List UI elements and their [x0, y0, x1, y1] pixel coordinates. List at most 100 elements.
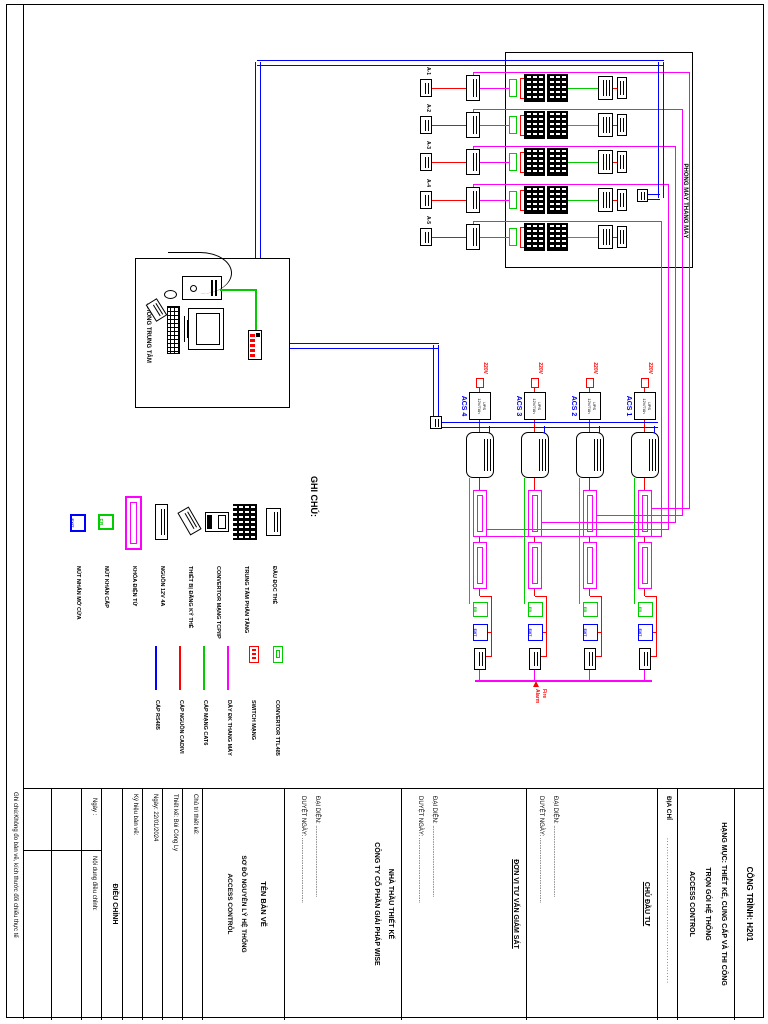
terminal-box [617, 189, 627, 211]
ttl485-converter-icon [509, 153, 517, 171]
rs485-stub [654, 426, 655, 432]
power-cable [520, 98, 524, 100]
power-supply-icon [155, 504, 168, 540]
elevator-control-wire [480, 125, 509, 127]
power-cable [478, 589, 480, 596]
elevator-unit-box [420, 228, 432, 246]
elevator-unit-label: A-4 [425, 178, 431, 187]
ups-text: UPS [647, 401, 652, 411]
power-cable [545, 596, 547, 656]
address-dots: ........................................… [665, 838, 672, 984]
power-label: 220V [647, 362, 653, 374]
fire-alarm-wire [588, 670, 590, 680]
door-interface-box [639, 648, 651, 670]
magnetic-lock-core [587, 547, 593, 584]
floor-hub-block [524, 223, 545, 251]
elevator-control-wire [480, 88, 509, 90]
sheet-note: Ghi chú:Không đo bản vẽ, kích thước đối … [12, 792, 18, 938]
project-name: CÔNG TRÌNH: H201 [745, 866, 754, 942]
power-cable [643, 478, 645, 490]
power-label: 220V [537, 362, 543, 374]
legend-device-label: NÚT NHẤN MỞ CỬA [75, 566, 81, 620]
category-line: ACCESS CONTROL [688, 871, 695, 937]
floor-hub-block [524, 74, 545, 102]
legend-cable-label: CONVERTOR TTL485 [274, 700, 280, 756]
power-cable [596, 656, 602, 658]
ups-text: UPS [482, 401, 487, 411]
floor-hub-block [524, 111, 545, 139]
floor-hub-block [547, 186, 568, 214]
power-cable [533, 478, 535, 490]
elevator-control-wire [542, 522, 676, 523]
card-reader [466, 187, 480, 213]
rs485-stub [599, 426, 600, 432]
exit-button: EXIT [583, 624, 598, 641]
category-line: TRỌN GÓI HỆ THỐNG [704, 867, 711, 941]
fire-alarm-label: Alarm [534, 689, 540, 704]
legend-device-label: NÚT KHẨN CẤP [103, 566, 109, 608]
fire-alarm-label: Fire [541, 689, 547, 699]
acs-controller [521, 432, 549, 478]
power-cable [613, 200, 617, 202]
monitor-screen [196, 313, 220, 345]
magnetic-lock-core [587, 495, 593, 532]
elevator-control-wire [487, 536, 662, 537]
date-row: Ngày: 22/01/2024 [152, 794, 158, 842]
chief-designer-row: Chủ trì thiết kế: [192, 794, 198, 835]
elevator-unit-label: A-5 [425, 215, 431, 224]
ups-text: 12V/7Ah [642, 398, 647, 414]
power-cable [588, 478, 590, 490]
emergency-button: EB [473, 602, 488, 617]
cable-sample-line [179, 646, 181, 690]
cat6-cable [568, 237, 598, 239]
magnetic-lock-core [642, 547, 648, 584]
rs485-cable [658, 62, 664, 198]
cat6-cable [568, 200, 598, 202]
ups-text: 12V/7Ah [532, 398, 537, 414]
supervisor-representative: ĐẠI DIỆN: ..............................… [431, 796, 437, 898]
exit-button-text: EXIT [638, 628, 642, 637]
floor-hub-block [547, 111, 568, 139]
floor-hub-icon [233, 504, 257, 540]
terminal-box [617, 114, 627, 136]
floor-hub-block [547, 148, 568, 176]
power-outlet-icon [641, 378, 649, 388]
emergency-button-text: EB [583, 606, 588, 613]
owner-approval-date: DUYỆT NGÀY: ............................… [538, 796, 544, 903]
magnetic-lock-core [477, 495, 483, 532]
power-label: 220V [482, 362, 488, 374]
legend-device-label: ĐẦU ĐỌC THẺ [271, 566, 277, 605]
door-interface-box [584, 648, 596, 670]
elevator-controller [598, 188, 613, 212]
floor-hub-block [524, 186, 545, 214]
magnetic-lock-icon-core [130, 502, 137, 544]
power-outlet-icon [476, 378, 484, 388]
cat6-cable [523, 478, 525, 604]
power-cable [520, 210, 524, 212]
ups-text: 12V/7Ah [587, 398, 592, 414]
acs-controller [466, 432, 494, 478]
power-cable [655, 596, 657, 656]
legend-cable-label: CÁP MẠNG CAT6 [202, 700, 208, 746]
control-room-label: PHÒNG TRUNG TÂM [145, 303, 151, 363]
elevator-control-wire [675, 146, 676, 522]
door-interface-box [529, 648, 541, 670]
power-outlet-icon [586, 378, 594, 388]
fire-alarm-arrow [533, 681, 539, 687]
address-label: ĐỊA CHỈ [665, 796, 672, 820]
monitor-stand [187, 320, 188, 338]
drawing-title-line: ACCESS CONTRO̒L [226, 873, 233, 935]
elevator-unit-label: A-3 [425, 140, 431, 149]
elevator-controller [598, 113, 613, 137]
magnetic-lock-core [532, 547, 538, 584]
emergency-button: EB [583, 602, 598, 617]
power-cable [643, 537, 645, 542]
power-cable [519, 227, 521, 247]
power-cable [643, 589, 645, 596]
rs485-sample-line [155, 646, 157, 690]
emergency-button: EB [638, 602, 653, 617]
power-cable [533, 537, 535, 542]
emergency-button: EB [528, 602, 543, 617]
elevator-controller [598, 76, 613, 100]
